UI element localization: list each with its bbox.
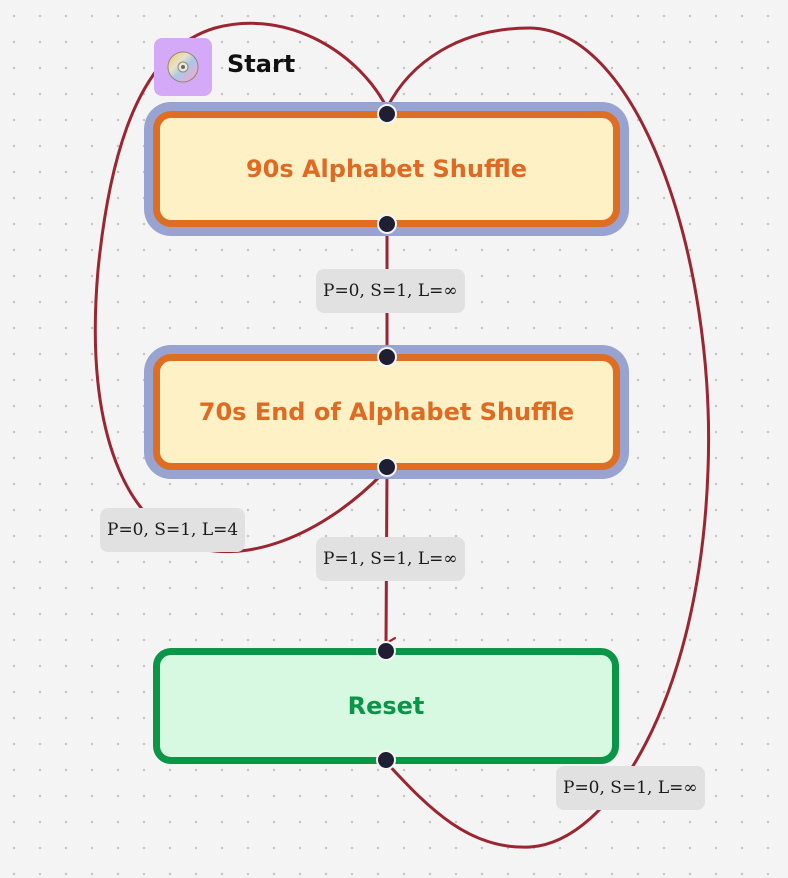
node-reset[interactable]: Reset [153,648,619,764]
edge-label-shuffle70-loop-back[interactable]: P=0, S=1, L=4 [100,508,246,552]
port-70s-output[interactable] [377,457,397,477]
port-90s-output[interactable] [377,214,397,234]
start-icon-box[interactable] [154,38,212,96]
port-90s-input[interactable] [377,104,397,124]
edge-label-shuffle70-to-reset[interactable]: P=1, S=1, L=∞ [316,537,465,581]
node-90s-alphabet-shuffle[interactable]: 90s Alphabet Shuffle [153,111,620,227]
node-label: 90s Alphabet Shuffle [245,155,528,183]
node-70s-end-of-alphabet-shuffle[interactable]: 70s End of Alphabet Shuffle [153,354,620,470]
port-reset-input[interactable] [376,641,396,661]
node-label: 70s End of Alphabet Shuffle [198,398,575,426]
start-label: Start [227,50,296,78]
node-label: Reset [347,692,425,720]
cd-disc-icon [167,51,199,83]
edge-label-reset-to-shuffle90[interactable]: P=0, S=1, L=∞ [556,766,705,810]
edge-label-shuffle90-to-shuffle70[interactable]: P=0, S=1, L=∞ [316,269,465,313]
port-70s-input[interactable] [377,347,397,367]
edge-reset-to-shuffle90[interactable] [384,26,711,849]
port-reset-output[interactable] [376,750,396,770]
